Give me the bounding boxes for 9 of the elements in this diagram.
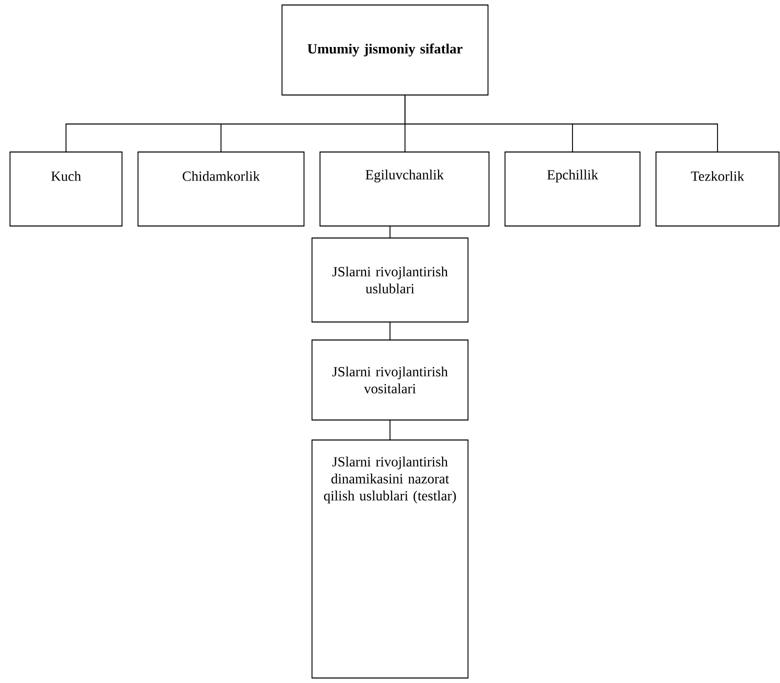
process-box: JSlarni rivojlantirish vositalari (312, 340, 468, 420)
process-box: Egiluvchanlik (320, 152, 490, 226)
process-box: Chidamkorlik (138, 152, 304, 226)
process-box: JSlarni rivojlantirish dinamikasini nazorat qilish uslublari (testlar) (312, 440, 468, 678)
process-box: Kuch (10, 152, 122, 226)
process-box: Umumiy jismoniy sifatlar (282, 4, 488, 96)
process-box: Epchillik (504, 152, 640, 226)
process-box: JSlarni rivojlantirish uslublari (312, 238, 468, 322)
process-box: Tezkorlik (656, 152, 780, 226)
